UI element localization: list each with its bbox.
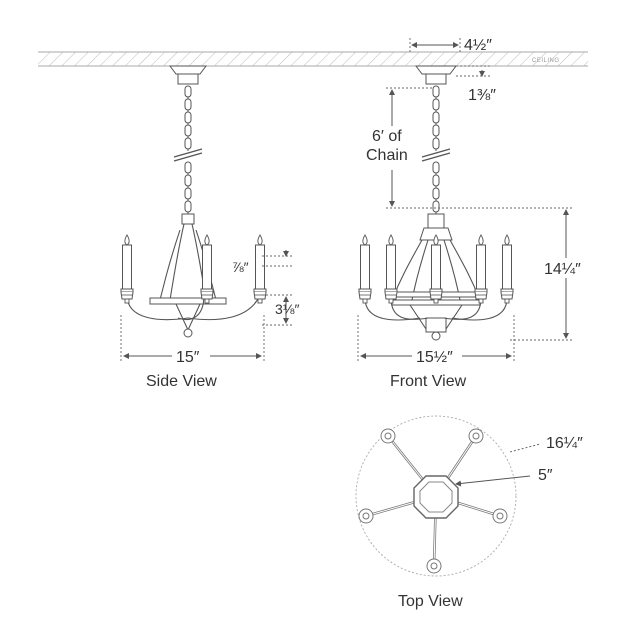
front-chain — [421, 85, 451, 215]
dim-side-width: 15″ — [176, 349, 200, 366]
dim-canopy-width: 4½″ — [464, 37, 492, 54]
dim-top-diameter: 16¼″ — [546, 435, 583, 452]
side-view-caption: Side View — [146, 373, 217, 390]
dim-canopy-height: 1⅜″ — [468, 87, 496, 104]
dim-center-width: 5″ — [538, 467, 553, 484]
top-view-drawing — [355, 415, 517, 577]
dim-overall-height: 14¼″ — [544, 261, 581, 278]
side-view-dimensions: ⅞″ 3⅛″ 15″ Side View — [120, 250, 299, 390]
front-view-drawing — [358, 65, 514, 341]
dim-arm-drop: 3⅛″ — [275, 301, 299, 317]
dim-front-width: 15½″ — [416, 349, 453, 366]
top-view-dimensions: 16¼″ 5″ Top View — [398, 435, 583, 610]
top-view-caption: Top View — [398, 593, 463, 610]
dim-chain-line2: Chain — [366, 147, 408, 164]
ceiling: CEILING — [38, 51, 588, 67]
dim-candle-above-arm: ⅞″ — [232, 259, 249, 275]
side-chain — [173, 85, 203, 215]
front-view-caption: Front View — [390, 373, 467, 390]
ceiling-label: CEILING — [532, 58, 560, 64]
side-view-drawing — [120, 65, 267, 338]
dim-chain-line1: 6′ of — [372, 128, 402, 145]
front-view-dimensions: 4½″ 1⅜″ 6′ of Chain 14¼″ 15½″ Front View — [357, 37, 590, 390]
